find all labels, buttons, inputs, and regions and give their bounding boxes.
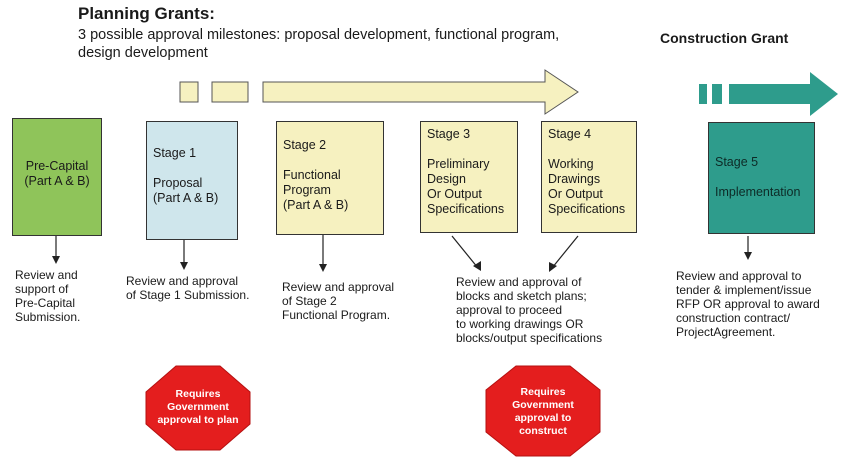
construction-grant-title: Construction Grant (660, 30, 789, 46)
stage4-line-2: Working (548, 157, 594, 171)
caption-line: Submission. (15, 310, 81, 324)
stage5-label: Stage 5 (715, 155, 759, 169)
caption-line: Review and approval of (456, 275, 582, 289)
planning-grants-title: Planning Grants: (78, 4, 215, 23)
arrow-stage4 (551, 235, 579, 269)
caption-line: Functional Program. (282, 308, 391, 322)
caption-line: Review and approval (126, 274, 239, 288)
precapital-line-1: Pre-Capital (25, 159, 89, 173)
stop-text-line: construct (519, 425, 567, 437)
caption-line: Review and approval (282, 280, 395, 294)
stage1-line-2: Proposal (153, 176, 203, 190)
construction-arrow (729, 72, 838, 116)
stop-text-line: Requires (520, 386, 566, 398)
stage3-line-2: Preliminary (427, 157, 490, 171)
stage4-line-3: Drawings (548, 172, 601, 186)
stage3-label: Stage 3 (427, 127, 471, 141)
caption-line: construction contract/ (676, 311, 791, 325)
caption-line: Pre-Capital (15, 296, 76, 310)
caption-line: blocks and sketch plans; (456, 289, 587, 303)
stop-sign-plan (145, 365, 251, 451)
caption-line: of Stage 2 (282, 294, 337, 308)
stage2-label: Stage 2 (283, 138, 327, 152)
construction-arrow-square-2 (712, 84, 722, 104)
caption-line: Review and approval to (676, 269, 802, 283)
stop-text-line: Requires (175, 388, 221, 400)
arrow-stage3 (451, 235, 479, 269)
construction-arrow-square-1 (699, 84, 707, 104)
stop-sign-plan-text: Requires Government approval to plan (146, 388, 250, 427)
stage4-line-4: Or Output (548, 187, 603, 201)
stage3-line-4: Or Output (427, 187, 482, 201)
stage2-line-2: Functional (283, 168, 341, 182)
stage4-label: Stage 4 (548, 127, 592, 141)
stop-text-line: Government (167, 401, 229, 413)
precapital-line-2: (Part A & B) (24, 174, 90, 188)
caption-line: tender & implement/issue (676, 283, 812, 297)
caption-stage5: Review and approval to tender & implemen… (676, 269, 820, 339)
stop-text-line: approval to (514, 412, 572, 424)
stage5-box: Stage 5 Implementation (708, 122, 815, 234)
caption-precapital: Review and support of Pre-Capital Submis… (15, 268, 80, 324)
stage1-line-3: (Part A & B) (153, 191, 219, 205)
caption-line: approval to proceed (456, 303, 563, 317)
stage2-line-4: (Part A & B) (283, 198, 349, 212)
caption-line: RFP OR approval to award (676, 297, 820, 311)
stage3-line-5: Specifications (427, 202, 505, 216)
stop-text-line: Government (512, 399, 574, 411)
planning-arrow (262, 69, 579, 115)
stage2-box: Stage 2 Functional Program (Part A & B) (276, 121, 384, 235)
caption-stage1: Review and approval of Stage 1 Submissio… (126, 274, 249, 302)
caption-line: ProjectAgreement. (676, 325, 776, 339)
planning-grants-subtitle: 3 possible approval milestones: proposal… (78, 27, 560, 61)
caption-stage3-4: Review and approval of blocks and sketch… (456, 275, 602, 345)
caption-line: support of (15, 282, 69, 296)
stage4-box: Stage 4 Working Drawings Or Output Speci… (541, 121, 637, 233)
stage4-line-5: Specifications (548, 202, 626, 216)
planning-arrow-square-1 (179, 81, 199, 103)
caption-stage2: Review and approval of Stage 2 Functiona… (282, 280, 394, 322)
stop-text-line: approval to plan (157, 414, 239, 426)
stop-sign-construct-text: Requires Government approval to construc… (486, 386, 600, 438)
caption-line: of Stage 1 Submission. (126, 288, 250, 302)
stop-sign-construct (485, 365, 601, 457)
stage1-label: Stage 1 (153, 146, 197, 160)
caption-line: blocks/output specifications (456, 331, 603, 345)
precapital-box: Pre-Capital (Part A & B) (12, 118, 102, 236)
planning-arrow-square-2 (211, 81, 249, 103)
stage3-box: Stage 3 Preliminary Design Or Output Spe… (420, 121, 518, 233)
stage2-line-3: Program (283, 183, 331, 197)
stage5-line-2: Implementation (715, 185, 801, 199)
stage3-line-3: Design (427, 172, 466, 186)
caption-line: to working drawings OR (456, 317, 584, 331)
stage1-box: Stage 1 Proposal (Part A & B) (146, 121, 238, 240)
caption-line: Review and (15, 268, 78, 282)
